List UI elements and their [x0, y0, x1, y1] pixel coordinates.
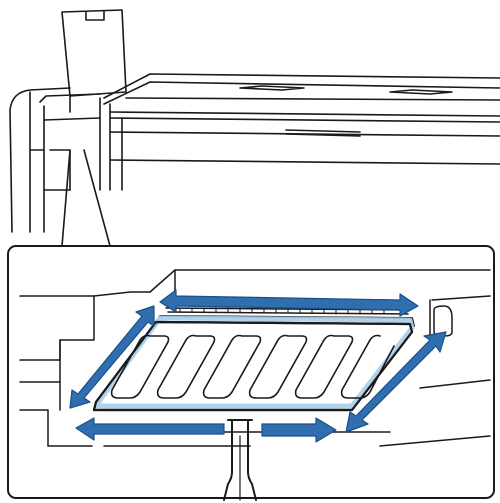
arrow-right-diagonal [345, 331, 447, 433]
callout-leader [61, 149, 111, 247]
arrow-bottom-left [75, 417, 225, 441]
arrow-left-diagonal [69, 305, 155, 409]
printer-overview [9, 9, 500, 247]
open-cover-flap [61, 9, 127, 97]
printer-body [9, 73, 500, 233]
rib-marks [179, 307, 385, 315]
cap-slots [110, 334, 395, 399]
arrow-top [159, 289, 419, 317]
arrow-bottom-right [261, 417, 337, 443]
cleaning-stick [223, 419, 257, 501]
wipe-direction-arrows [69, 289, 447, 443]
